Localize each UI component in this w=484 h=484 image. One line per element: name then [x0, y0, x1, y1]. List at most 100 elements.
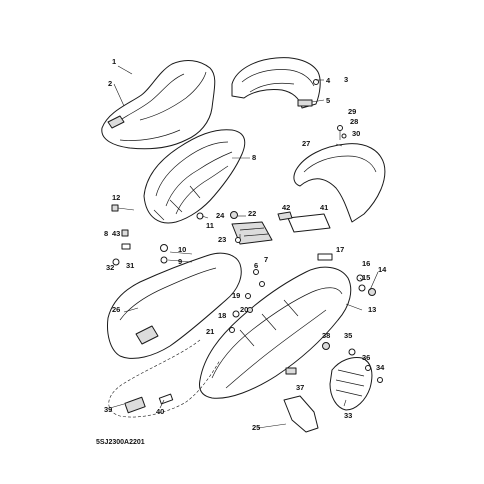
small-plates	[231, 211, 331, 245]
callout-10: 10	[178, 245, 186, 254]
bolt-20	[247, 307, 253, 313]
callout-16: 16	[362, 259, 370, 268]
backrest-contour	[241, 69, 315, 87]
seat-contour	[111, 73, 185, 127]
spring-32	[112, 258, 120, 266]
callout-labels: 1 2 3 4 5 6 7 8 8 9 10 11 12 13 14 15 16…	[96, 57, 387, 446]
callout-17: 17	[336, 245, 344, 254]
storage-tank	[199, 266, 352, 399]
tail-carrier-body	[293, 143, 386, 223]
front-pad	[107, 252, 242, 359]
diagram-part-code: 5SJ2300A2201	[96, 439, 145, 446]
switch-connector	[158, 393, 174, 405]
callout-19: 19	[232, 291, 240, 300]
callout-22: 22	[248, 209, 256, 218]
backrest-cover	[231, 57, 321, 109]
cable-switch	[108, 339, 221, 418]
bolt-21	[229, 327, 235, 333]
callout-27: 27	[302, 139, 310, 148]
callout-2: 2	[108, 79, 112, 88]
front-pad-contour	[119, 267, 217, 321]
release-cable	[108, 339, 221, 418]
frame-rib	[155, 141, 229, 197]
leader-lines	[109, 65, 379, 429]
callout-41: 41	[320, 203, 328, 212]
callout-32: 32	[106, 263, 114, 272]
callout-14: 14	[378, 265, 387, 274]
callout-42: 42	[282, 203, 290, 212]
carrier-bolt	[337, 125, 343, 131]
callout-4: 4	[326, 76, 331, 85]
callout-38: 38	[322, 331, 330, 340]
callout-9: 9	[178, 257, 182, 266]
seat-contour	[139, 71, 207, 121]
right-cover	[329, 357, 373, 411]
lock-38	[322, 342, 330, 350]
callout-11: 11	[206, 221, 214, 230]
callout-15: 15	[362, 273, 370, 282]
callout-7: 7	[264, 255, 268, 264]
seat-assembly	[101, 60, 216, 150]
right-cover-body	[329, 357, 373, 411]
seat-base-frame	[143, 129, 246, 224]
callout-33: 33	[344, 411, 352, 420]
storage-tank-body	[199, 266, 352, 399]
carrier-washer	[341, 133, 347, 139]
clip-31	[121, 243, 131, 250]
callout-43: 43	[112, 229, 120, 238]
callout-8b: 8	[104, 229, 108, 238]
plate-42	[277, 211, 293, 221]
frame-rib	[175, 165, 229, 215]
callout-13: 13	[368, 305, 376, 314]
callout-25: 25	[252, 423, 260, 432]
seat	[101, 60, 216, 150]
bolt-6	[253, 269, 259, 275]
callout-12: 12	[112, 193, 120, 202]
seat-contour	[119, 129, 181, 141]
backrest-bracket	[297, 99, 313, 107]
screw-19	[245, 293, 251, 299]
plate-41	[287, 213, 331, 233]
callout-3: 3	[344, 75, 348, 84]
grommet-11	[196, 212, 204, 220]
bracket-37	[285, 367, 297, 375]
callout-30: 30	[352, 129, 360, 138]
bolt-12	[111, 204, 119, 212]
nut-9	[160, 256, 168, 264]
cover-rib	[335, 369, 365, 397]
frame-rib	[153, 185, 201, 221]
callout-37: 37	[296, 383, 304, 392]
callout-34: 34	[376, 363, 385, 372]
nut-36	[365, 365, 371, 371]
callout-31: 31	[126, 261, 134, 270]
bracket-plate	[283, 395, 319, 433]
callout-35: 35	[344, 331, 352, 340]
bolt-18	[232, 310, 240, 318]
callout-24: 24	[216, 211, 225, 220]
callout-5: 5	[326, 96, 330, 105]
frame-rib	[165, 151, 233, 207]
callout-1: 1	[112, 57, 116, 66]
callout-8: 8	[252, 153, 256, 162]
grommet-14	[368, 288, 376, 296]
callout-21: 21	[206, 327, 214, 336]
front-pad-recess	[135, 325, 159, 345]
switch-body	[124, 396, 146, 414]
callout-18: 18	[218, 311, 226, 320]
backrest-contour	[249, 82, 295, 93]
callout-23: 23	[218, 235, 226, 244]
callout-20: 20	[240, 305, 248, 314]
hardware	[111, 204, 383, 383]
callout-6: 6	[254, 261, 258, 270]
seat-badge	[107, 115, 125, 129]
callout-39: 39	[104, 405, 112, 414]
callout-26: 26	[112, 305, 120, 314]
tank-inner-rib	[239, 299, 299, 347]
bolt-7	[259, 281, 265, 287]
tank-contour	[225, 309, 327, 389]
backrest-bolt	[313, 79, 319, 85]
clip-43	[121, 229, 129, 237]
tank-contour	[211, 287, 343, 379]
